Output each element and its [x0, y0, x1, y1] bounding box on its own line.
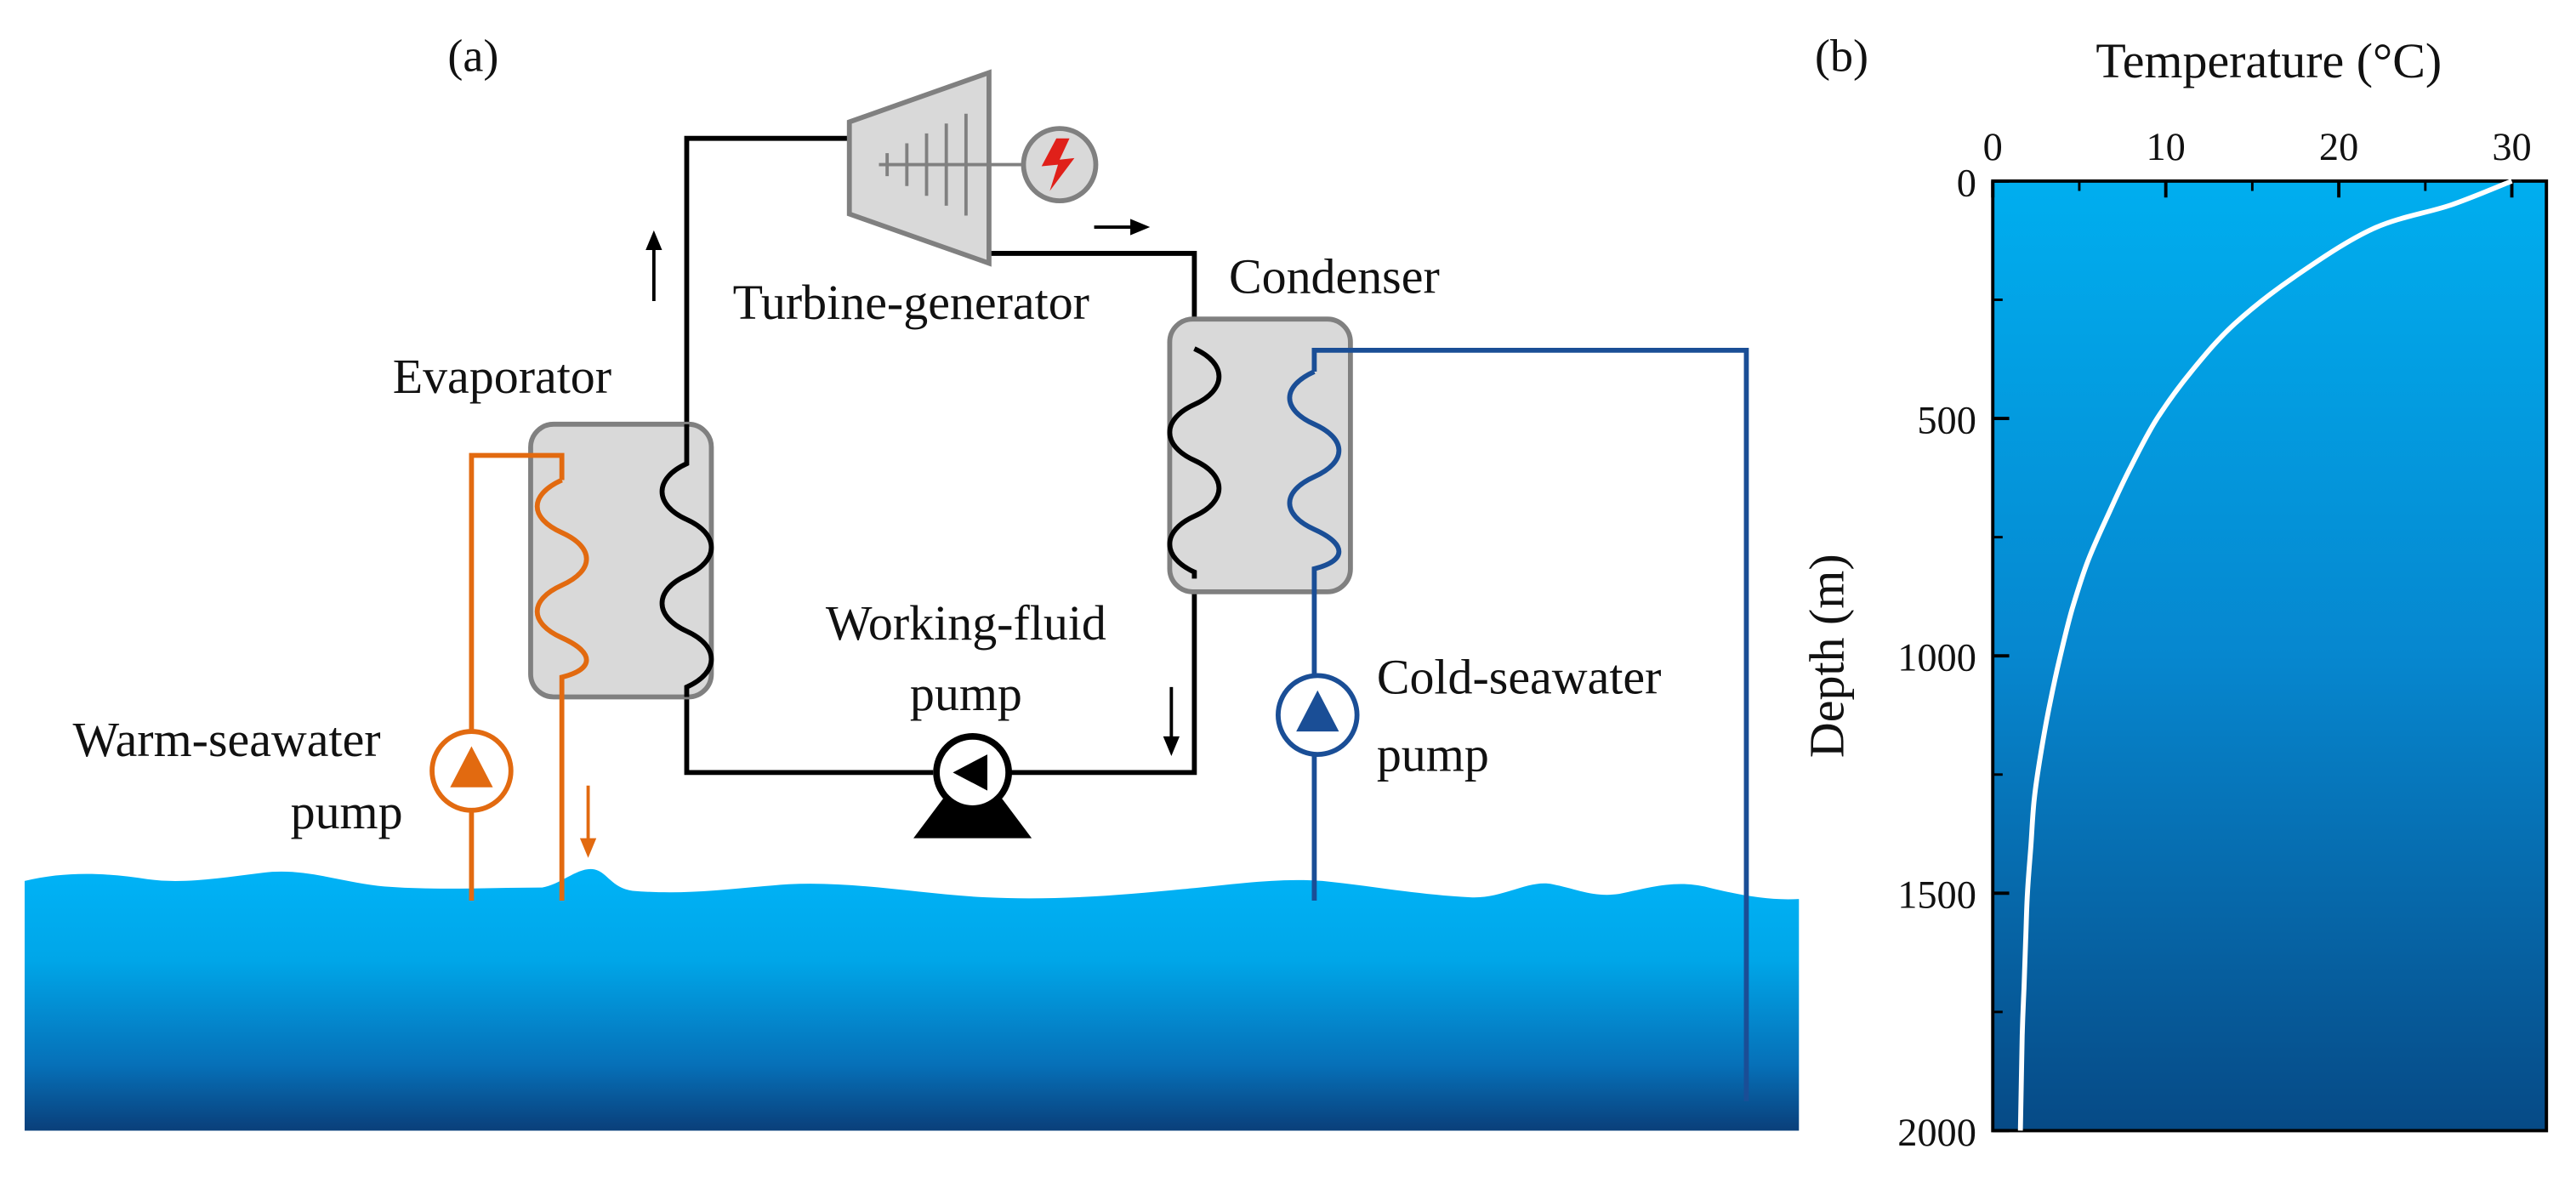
working-pump-label-line1: Working-fluid — [826, 595, 1106, 651]
x-tick-label: 20 — [2319, 126, 2358, 169]
y-axis-title: Depth (m) — [1799, 554, 1854, 758]
panel-a-label: (a) — [447, 30, 498, 81]
flow-arrow-icon — [645, 219, 1180, 757]
y-tick-label: 500 — [1917, 399, 1976, 442]
triangle-icon — [1296, 690, 1339, 732]
evaporator-label: Evaporator — [393, 349, 611, 404]
warm-pump-label-line2: pump — [291, 784, 403, 839]
cold-pump-label-line2: pump — [1377, 726, 1489, 782]
triangle-icon — [450, 746, 493, 788]
x-tick-label: 30 — [2492, 126, 2531, 169]
evaporator: Evaporator — [393, 349, 714, 700]
y-tick-label: 1500 — [1897, 874, 1976, 918]
y-tick-label: 1000 — [1897, 637, 1976, 680]
panel-b-label: (b) — [1815, 30, 1868, 81]
turbine-generator-label: Turbine-generator — [733, 275, 1089, 330]
cold-seawater-pump: Cold-seawater pump — [1276, 650, 1662, 782]
panel-a: (a) Turbine-generator — [24, 30, 1800, 1131]
lightning-bolt-icon — [1041, 138, 1075, 191]
heat-exchanger-icon — [1167, 316, 1353, 594]
x-tick-label: 0 — [1983, 126, 2003, 169]
warm-pump-label-line1: Warm-seawater — [73, 712, 381, 767]
working-pump-label-line2: pump — [910, 666, 1022, 721]
warm-flow-arrow-icon — [579, 785, 597, 858]
y-tick-label: 0 — [1957, 162, 1976, 205]
axes-layer: 0 10 20 30 0 500 1000 1500 2000 — [1897, 126, 2532, 1155]
working-fluid-pump: Working-fluid pump — [826, 595, 1106, 839]
pump-base-icon — [913, 799, 1032, 839]
turbine-generator: Turbine-generator — [733, 69, 1099, 330]
warm-seawater-pump: Warm-seawater pump — [73, 712, 514, 839]
turbine-icon — [846, 69, 992, 267]
plot-area — [1991, 179, 2549, 1133]
x-tick-label: 10 — [2146, 126, 2185, 169]
sea-surface — [24, 868, 1800, 1131]
cold-pump-label-line1: Cold-seawater — [1377, 650, 1662, 705]
condenser-label: Condenser — [1229, 248, 1440, 304]
warm-seawater-circuit — [469, 452, 589, 901]
y-tick-label: 2000 — [1897, 1112, 1976, 1155]
heat-exchanger-icon — [528, 421, 714, 700]
triangle-icon — [952, 754, 987, 791]
temperature-profile-line — [2017, 179, 2513, 1131]
panel-b: (b) 0 10 20 30 0 500 1000 1500 2000 Temperature … — [1799, 30, 2549, 1155]
cold-seawater-circuit — [1287, 347, 1749, 1101]
x-axis-title: Temperature (°C) — [2095, 33, 2442, 88]
